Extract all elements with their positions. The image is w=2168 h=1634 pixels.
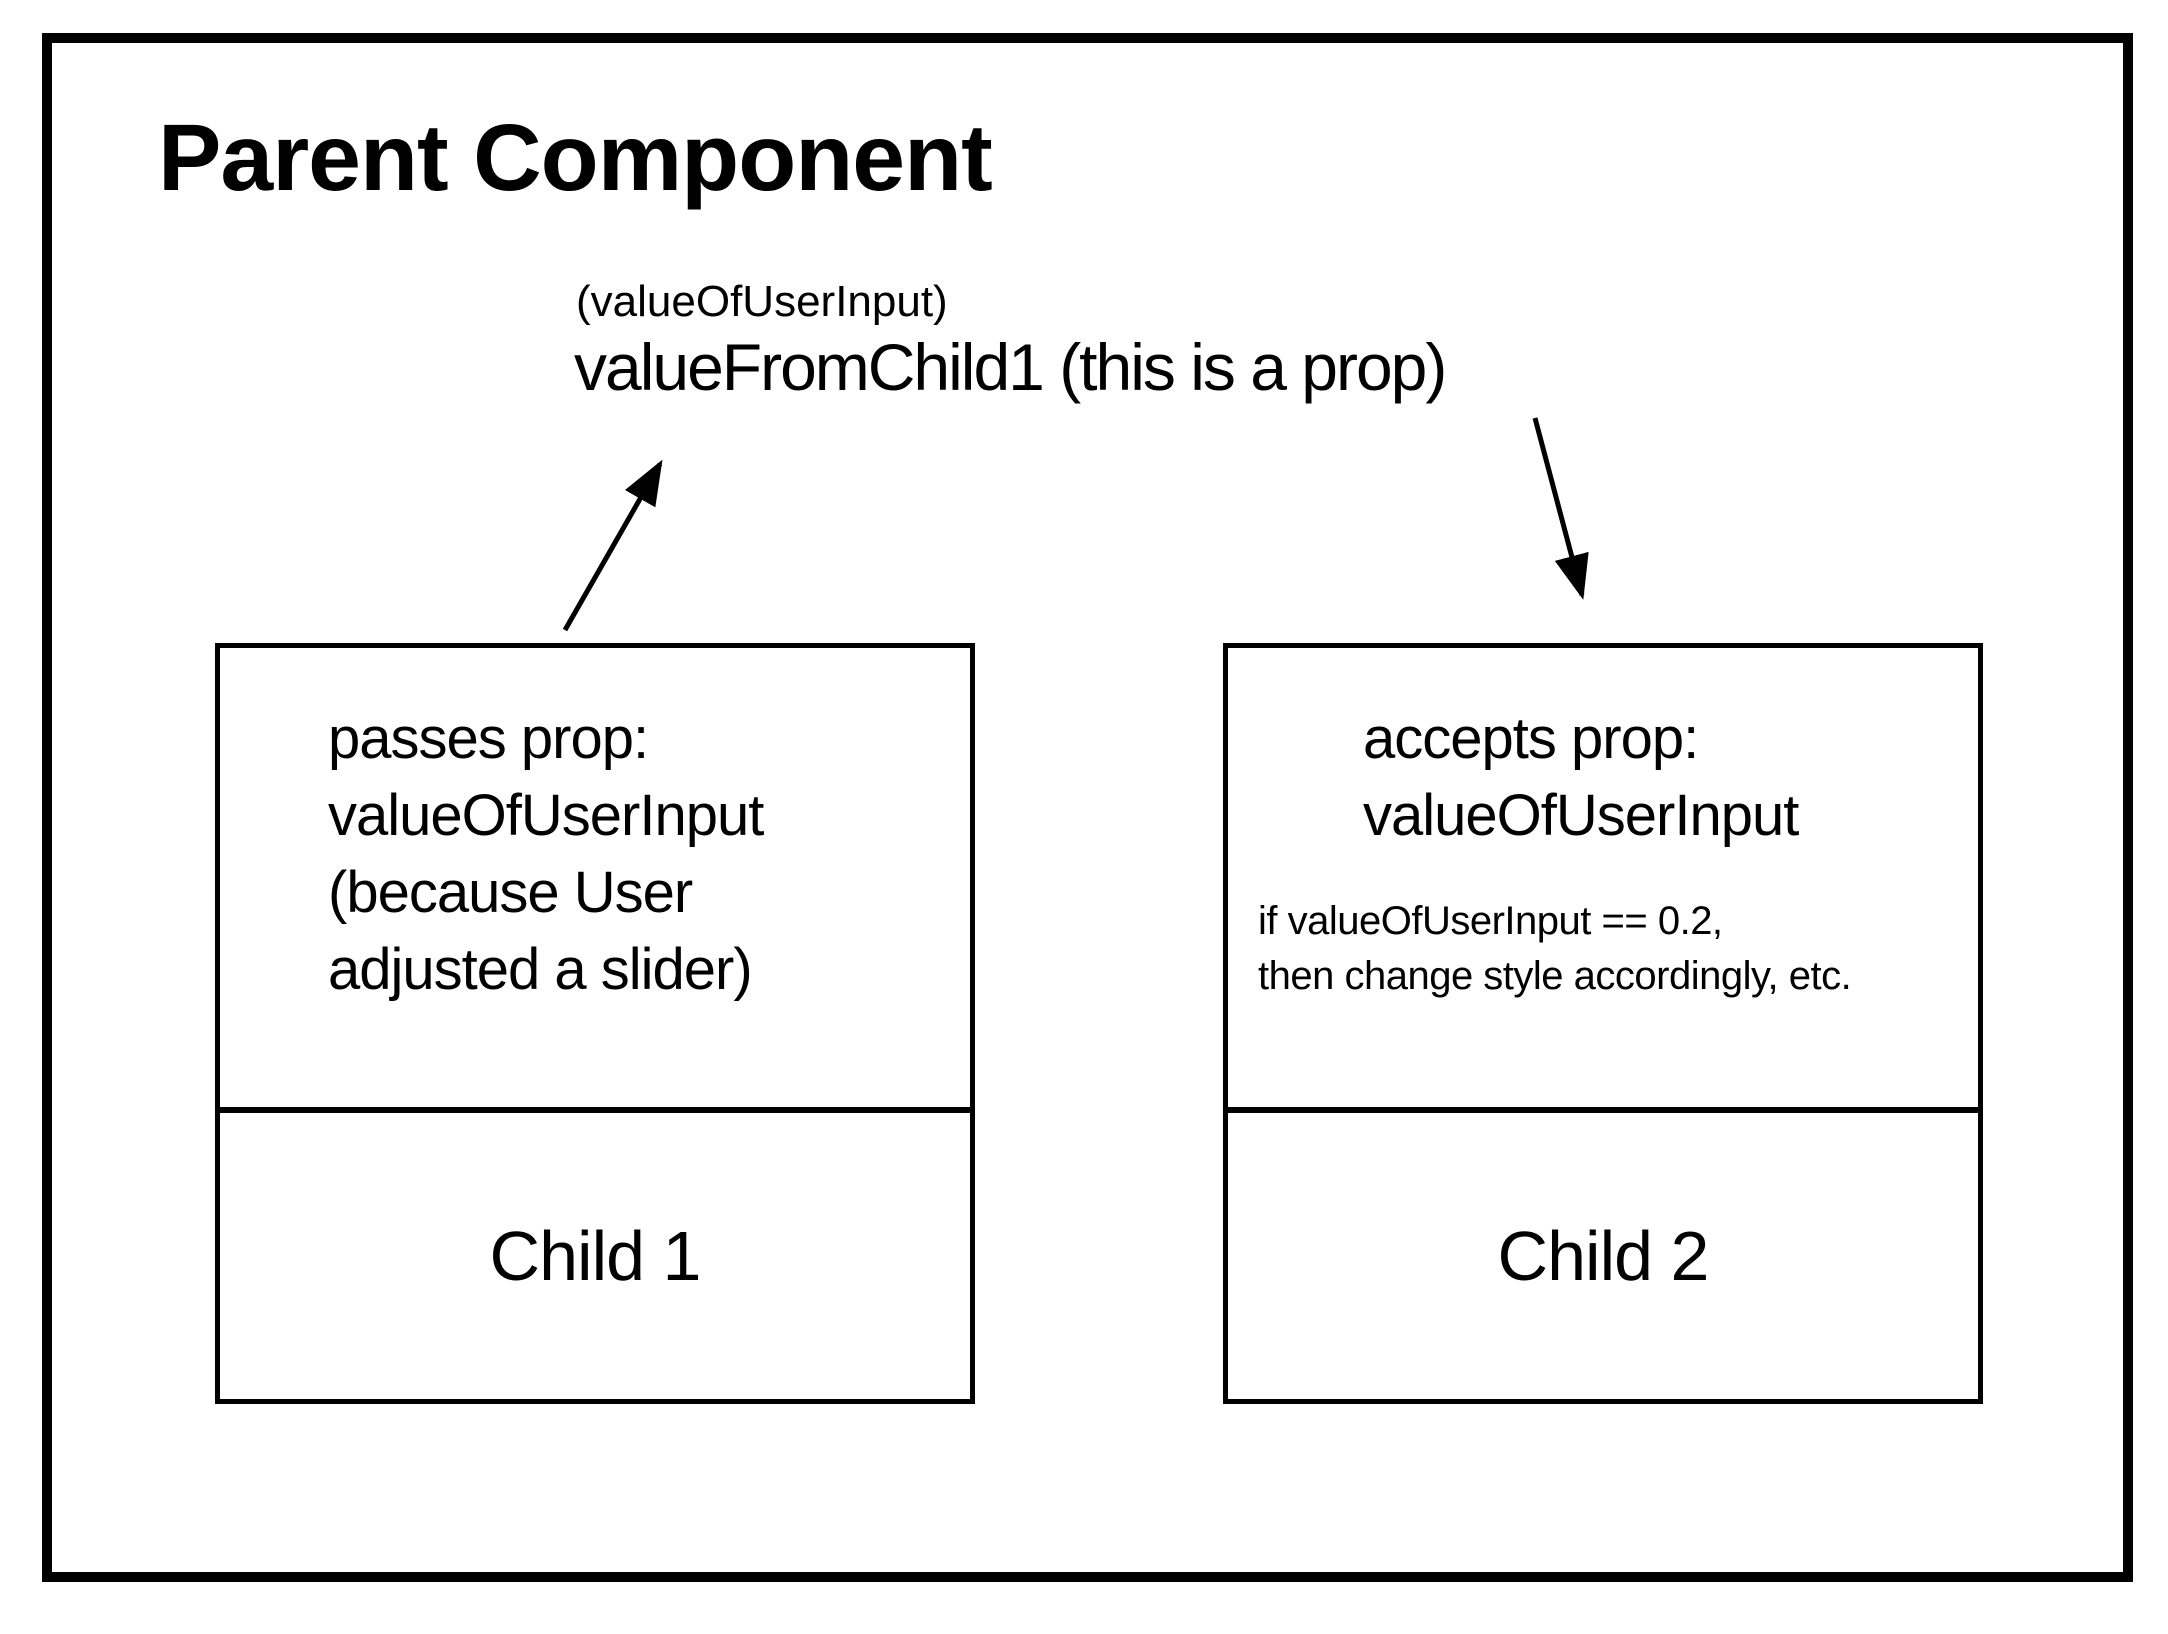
child2-condition-text: if valueOfUserInput == 0.2, then change … xyxy=(1258,894,1968,1004)
parent-component-title: Parent Component xyxy=(158,105,993,211)
child2-note-line: then change style accordingly, etc. xyxy=(1258,954,1852,998)
child1-body-line: adjusted a slider) xyxy=(328,937,753,1002)
child1-description-section: passes prop: valueOfUserInput (because U… xyxy=(220,648,970,1113)
child1-body-line: (because User xyxy=(328,860,693,925)
child2-description-section: accepts prop: valueOfUserInput if valueO… xyxy=(1228,648,1978,1113)
child1-body-line: valueOfUserInput xyxy=(328,783,764,848)
child1-box: passes prop: valueOfUserInput (because U… xyxy=(215,643,975,1404)
child2-label-section: Child 2 xyxy=(1228,1113,1978,1399)
prop-annotation-small: (valueOfUserInput) xyxy=(576,277,948,326)
child1-passes-prop-text: passes prop: valueOfUserInput (because U… xyxy=(328,700,960,1008)
parent-component-box: Parent Component (valueOfUserInput) valu… xyxy=(42,33,2133,1582)
child1-label-section: Child 1 xyxy=(220,1113,970,1399)
child2-body-line: accepts prop: xyxy=(1363,706,1699,771)
child2-accepts-prop-text: accepts prop: valueOfUserInput xyxy=(1258,700,1968,854)
child2-box: accepts prop: valueOfUserInput if valueO… xyxy=(1223,643,1983,1404)
child1-body-line: passes prop: xyxy=(328,706,649,771)
child2-label: Child 2 xyxy=(1497,1217,1710,1295)
prop-annotation-large: valueFromChild1 (this is a prop) xyxy=(574,330,1447,404)
child2-note-line: if valueOfUserInput == 0.2, xyxy=(1258,899,1723,943)
child1-label: Child 1 xyxy=(489,1217,702,1295)
child2-body-line: valueOfUserInput xyxy=(1363,783,1799,848)
